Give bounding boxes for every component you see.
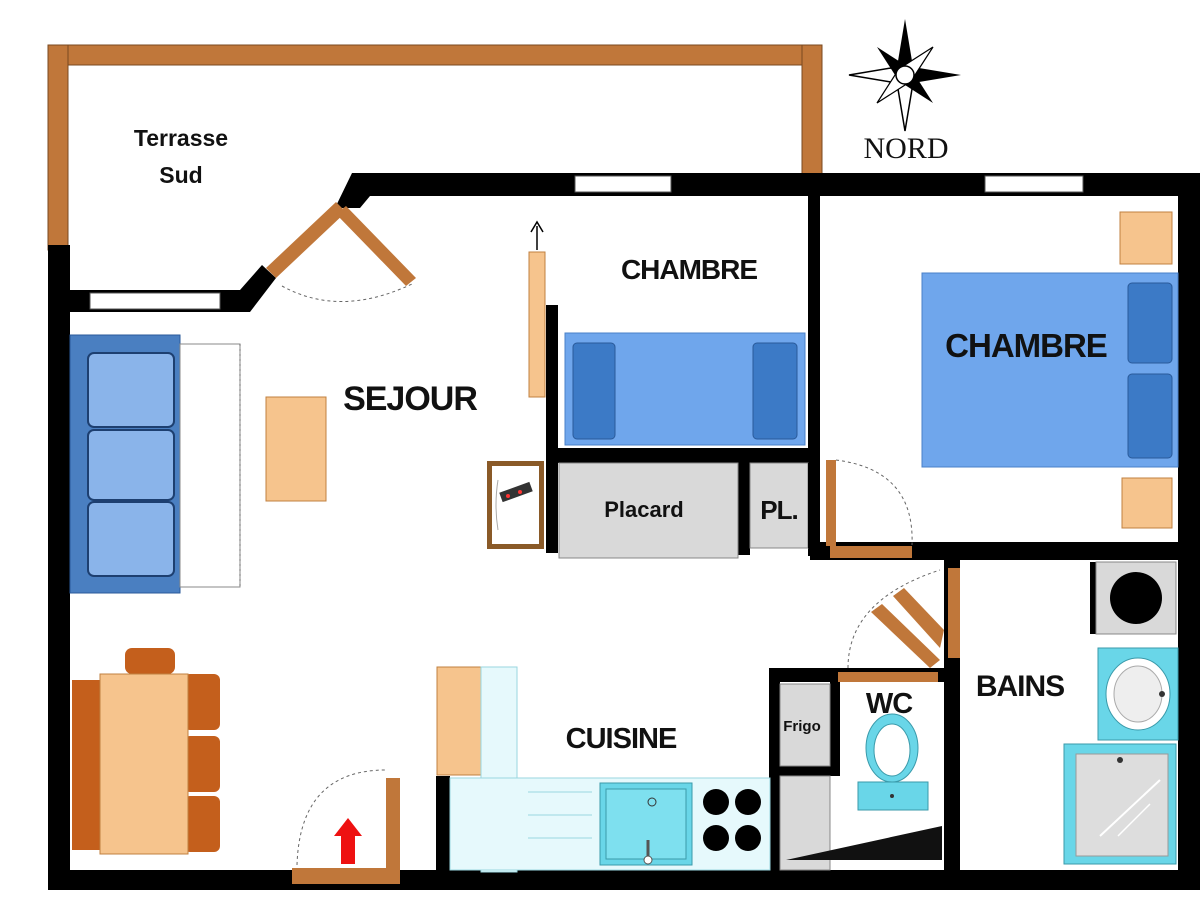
closet — [558, 462, 739, 559]
bathroom-label: BAINS — [976, 670, 1064, 703]
fridge — [779, 683, 831, 767]
terrace-label-sub: Sud — [159, 162, 202, 188]
sofa — [69, 334, 241, 594]
stove-icon — [703, 789, 761, 851]
bedroom-large-label: CHAMBRE — [945, 327, 1107, 364]
closet-small-label: PL. — [760, 495, 797, 525]
closet-wall — [808, 463, 820, 548]
stairs-wedge — [786, 826, 942, 860]
nightstand-bottom — [1121, 477, 1173, 529]
compass-label: NORD — [863, 132, 948, 165]
wc-label: WC — [866, 688, 913, 720]
dining-table — [72, 648, 220, 855]
bed-small — [564, 332, 806, 446]
nightstand-top — [1119, 211, 1173, 265]
washbasin — [1097, 647, 1179, 741]
bed-large — [921, 272, 1179, 468]
doors — [292, 220, 960, 884]
compass-rose-icon — [848, 19, 961, 132]
terrace-railing — [47, 44, 823, 251]
coffee-table — [265, 396, 327, 502]
windows — [89, 175, 1084, 310]
kitchen-sink — [599, 782, 693, 866]
closet-label: Placard — [604, 497, 684, 522]
washing-machine — [1095, 561, 1177, 635]
tv-unit — [487, 461, 544, 549]
bedroom-small-label: CHAMBRE — [621, 254, 757, 285]
kitchen-label: CUISINE — [566, 723, 677, 755]
terrace-door — [266, 202, 416, 302]
terrace-label: Terrasse — [134, 125, 228, 151]
living-room-label: SEJOUR — [343, 380, 477, 418]
shower — [1063, 743, 1177, 865]
fridge-label: Frigo — [783, 718, 821, 735]
toilet — [857, 713, 929, 811]
entrance-arrow-icon — [334, 818, 362, 864]
